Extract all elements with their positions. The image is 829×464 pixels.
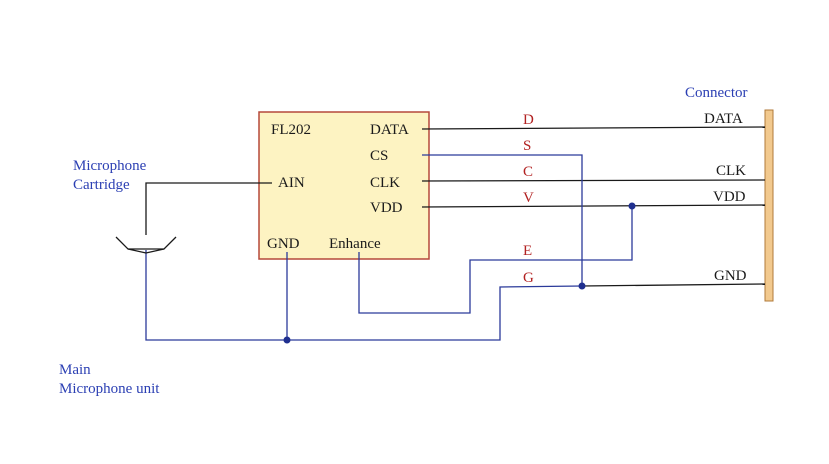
junction-dot [283, 336, 291, 344]
enhance-wire [358, 206, 633, 314]
junction-dot [628, 202, 636, 210]
chip-pin-gnd: GND [267, 236, 300, 252]
connector-pin-gnd: GND [714, 268, 747, 284]
chip-pin-enhance: Enhance [329, 236, 381, 252]
gnd-connector-wire [581, 283, 766, 287]
chip-pin-data: DATA [370, 122, 409, 138]
chip-pin-ain: AIN [278, 175, 305, 191]
signal-s: S [523, 138, 531, 154]
signal-e: E [523, 243, 532, 259]
chip-pin-vdd: VDD [370, 200, 403, 216]
connector-bar [764, 109, 774, 302]
main-unit-label-line2: Microphone unit [59, 381, 160, 397]
main-unit-label-line1: Main [59, 362, 91, 378]
signal-v: V [523, 190, 534, 206]
chip-pin-clk: CLK [370, 175, 400, 191]
cs-wire [422, 154, 583, 286]
connector-pin-vdd: VDD [713, 189, 746, 205]
signal-g: G [523, 270, 534, 286]
ground-bus-wire [145, 250, 583, 341]
signal-c: C [523, 164, 533, 180]
ain-wire [145, 182, 272, 235]
chip-name: FL202 [271, 122, 311, 138]
mic-cartridge-label-line1: Microphone [73, 158, 147, 174]
data-wire [421, 126, 766, 130]
connector-title: Connector [685, 85, 747, 101]
signal-d: D [523, 112, 534, 128]
connector-pin-data: DATA [704, 111, 743, 127]
microphone-symbol-icon [115, 236, 177, 254]
clk-wire [421, 179, 766, 182]
vdd-wire [421, 204, 766, 208]
connector-pin-clk: CLK [716, 163, 746, 179]
chip-pin-cs: CS [370, 148, 388, 164]
mic-cartridge-label-line2: Cartridge [73, 177, 130, 193]
fl202-chip-body [258, 111, 430, 260]
junction-dot [578, 282, 586, 290]
